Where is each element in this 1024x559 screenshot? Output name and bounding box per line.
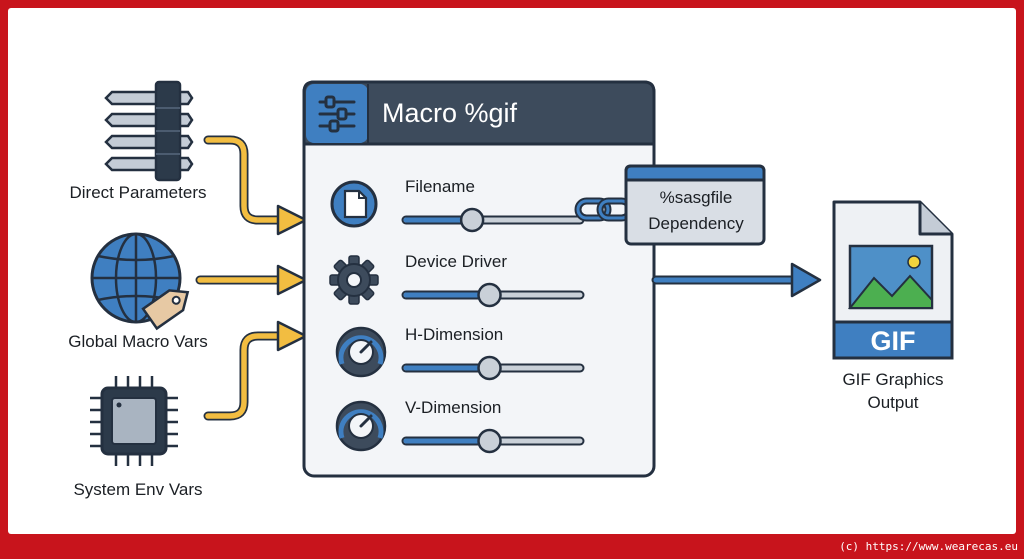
footer-url[interactable]: (c) https://www.wearecas.eu — [839, 540, 1018, 553]
dependency-caption: Dependency — [648, 214, 744, 233]
param-label-device-driver: Device Driver — [405, 252, 508, 271]
output-label-line2: Output — [867, 393, 919, 412]
chip-icon — [90, 376, 178, 466]
dependency-name: %sasgfile — [659, 188, 733, 207]
output-arrow — [651, 262, 822, 298]
input-label-system-env-vars: System Env Vars — [73, 480, 203, 499]
param-label-v-dimension: V-Dimension — [405, 398, 502, 417]
input-arrows — [195, 135, 308, 421]
diagram-canvas: Direct Parameters Global Macro Vars Syst… — [8, 8, 1016, 534]
slider-knob[interactable] — [477, 282, 502, 308]
slider-knob[interactable] — [459, 207, 485, 233]
dial-icon-v — [335, 400, 387, 452]
dependency-box — [624, 164, 766, 246]
output-label-line1: GIF Graphics — [842, 370, 944, 389]
gear-icon — [329, 255, 379, 305]
globe-tag-icon — [90, 232, 190, 331]
input-label-direct-parameters: Direct Parameters — [69, 183, 207, 202]
dial-icon-h — [335, 326, 387, 378]
pin-header-icon — [104, 80, 194, 182]
param-label-filename: Filename — [405, 177, 475, 196]
slider-knob[interactable] — [477, 428, 502, 454]
gif-badge: GIF — [870, 326, 916, 356]
image-file-icon — [832, 200, 954, 360]
input-label-global-macro-vars: Global Macro Vars — [68, 332, 208, 351]
macro-title: Macro %gif — [382, 98, 518, 128]
sliders-icon — [318, 95, 356, 133]
document-icon — [330, 180, 378, 228]
macro-panel — [302, 80, 656, 478]
diagram-graphics — [90, 80, 954, 478]
param-sliders — [401, 207, 585, 454]
slider-knob[interactable] — [477, 355, 502, 381]
param-label-h-dimension: H-Dimension — [405, 325, 504, 344]
